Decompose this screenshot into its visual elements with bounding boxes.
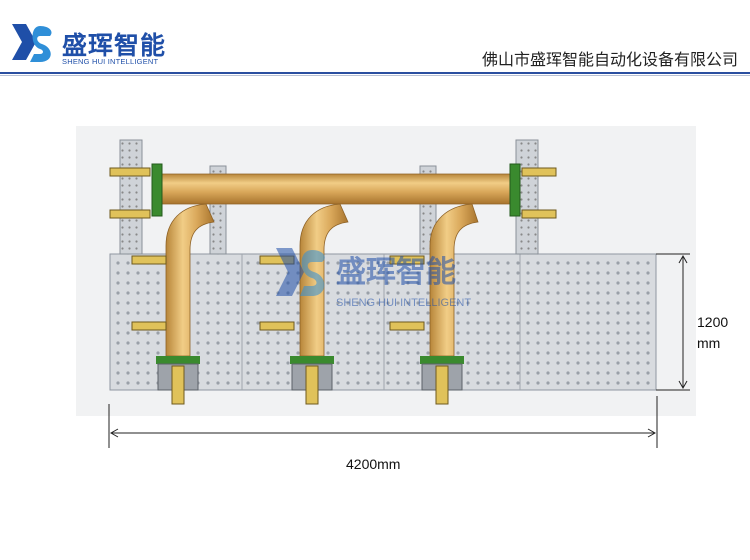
watermark: 盛珲智能 SHENG HUI INTELLIGENT xyxy=(276,248,471,309)
company-logo-icon xyxy=(12,24,52,62)
logo-english-name: SHENG HUI INTELLIGENT xyxy=(62,57,159,66)
company-name: 佛山市盛珲智能自动化设备有限公司 xyxy=(481,50,738,69)
logo-chinese-name: 盛珲智能 xyxy=(62,31,167,60)
height-dimension xyxy=(656,253,690,391)
bottom-fixtures xyxy=(156,356,464,405)
header-rule xyxy=(0,72,750,74)
header-rule-secondary xyxy=(0,75,750,76)
watermark-chinese: 盛珲智能 xyxy=(336,255,456,290)
clamps xyxy=(109,167,557,331)
width-value: 4200mm xyxy=(346,456,400,472)
watermark-english: SHENG HUI INTELLIGENT xyxy=(336,297,471,309)
welding-table xyxy=(109,253,657,391)
main-pipe xyxy=(151,163,521,217)
page-header: 盛珲智能 SHENG HUI INTELLIGENT 佛山市盛珲智能自动化设备有… xyxy=(0,0,750,76)
height-unit: mm xyxy=(697,335,720,351)
height-value: 1200 xyxy=(697,314,728,330)
width-dimension xyxy=(108,396,658,448)
